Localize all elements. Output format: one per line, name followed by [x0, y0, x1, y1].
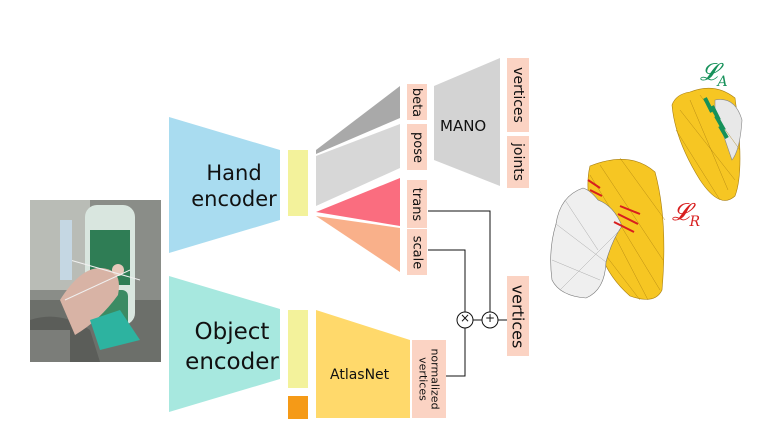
object-extra-feature [288, 396, 308, 419]
hand-encoder-label-line2: encoder [191, 187, 277, 211]
add-op-label: + [485, 311, 496, 325]
mano-label: MANO [440, 117, 487, 135]
scale-tag-bg [407, 229, 427, 275]
atlasnet-label: AtlasNet [330, 367, 390, 383]
scale-branch [316, 216, 400, 272]
repulsion-loss-label: 𝓛R [672, 198, 700, 230]
beta-label: beta [409, 87, 425, 117]
beta-tag-bg [407, 84, 427, 120]
atlasnet-block [316, 310, 410, 418]
atlas-output-connector [446, 328, 466, 377]
mano-joints-tag: joints [507, 136, 529, 188]
attraction-loss-sub: A [717, 73, 728, 90]
multiply-op-label: × [460, 311, 471, 325]
repulsion-mesh [550, 157, 666, 301]
atlas-output-tag: normalized vertices [412, 340, 446, 418]
attraction-loss-label: 𝓛A [700, 58, 728, 90]
pose-tag-bg [407, 124, 427, 170]
attraction-mesh [671, 87, 743, 201]
repulsion-loss-symbol: 𝓛 [672, 198, 690, 226]
mano-joints-label: joints [510, 142, 527, 182]
input-photo [30, 200, 161, 362]
mano-vertices-label: vertices [510, 67, 527, 123]
object-encoder-label-line1: Object [194, 319, 270, 345]
beta-tag: beta [407, 84, 427, 120]
hand-encoder-block [169, 117, 280, 253]
atlas-output-line2: vertices [417, 357, 430, 401]
attraction-loss-symbol: 𝓛 [700, 58, 718, 86]
trans-tag-bg [407, 180, 427, 228]
pose-label: pose [409, 131, 425, 163]
trans-connector [428, 210, 491, 313]
hand-encoder-label: Hand encoder [188, 160, 280, 212]
mano-vertices-tag-bg [507, 58, 529, 132]
repulsion-loss-sub: R [689, 213, 700, 230]
final-vertices-tag: vertices [507, 276, 529, 356]
scale-connector [428, 249, 466, 313]
object-encoder-label: Object encoder [180, 317, 284, 377]
atlas-output-line1: normalized [429, 348, 442, 410]
trans-tag: trans [407, 180, 427, 228]
scale-tag: scale [407, 229, 427, 275]
mano-block [434, 58, 500, 186]
hand-feature-vector [288, 150, 308, 216]
object-encoder-block [169, 276, 280, 412]
atlas-output-tag-bg [412, 340, 446, 418]
object-encoder-label-line2: encoder [185, 349, 279, 375]
hand-encoder-label-line1: Hand [206, 161, 262, 185]
trans-branch [316, 178, 400, 226]
scale-label: scale [409, 235, 425, 269]
trans-label: trans [409, 187, 425, 221]
mano-joints-tag-bg [507, 136, 529, 188]
pose-tag: pose [407, 124, 427, 170]
pose-branch [316, 124, 400, 206]
mano-vertices-tag: vertices [507, 58, 529, 132]
final-vertices-label: vertices [508, 284, 528, 348]
object-feature-vector [288, 310, 308, 388]
beta-branch [316, 86, 400, 154]
final-vertices-tag-bg [507, 276, 529, 356]
multiply-op [456, 311, 474, 329]
add-op [481, 311, 499, 329]
